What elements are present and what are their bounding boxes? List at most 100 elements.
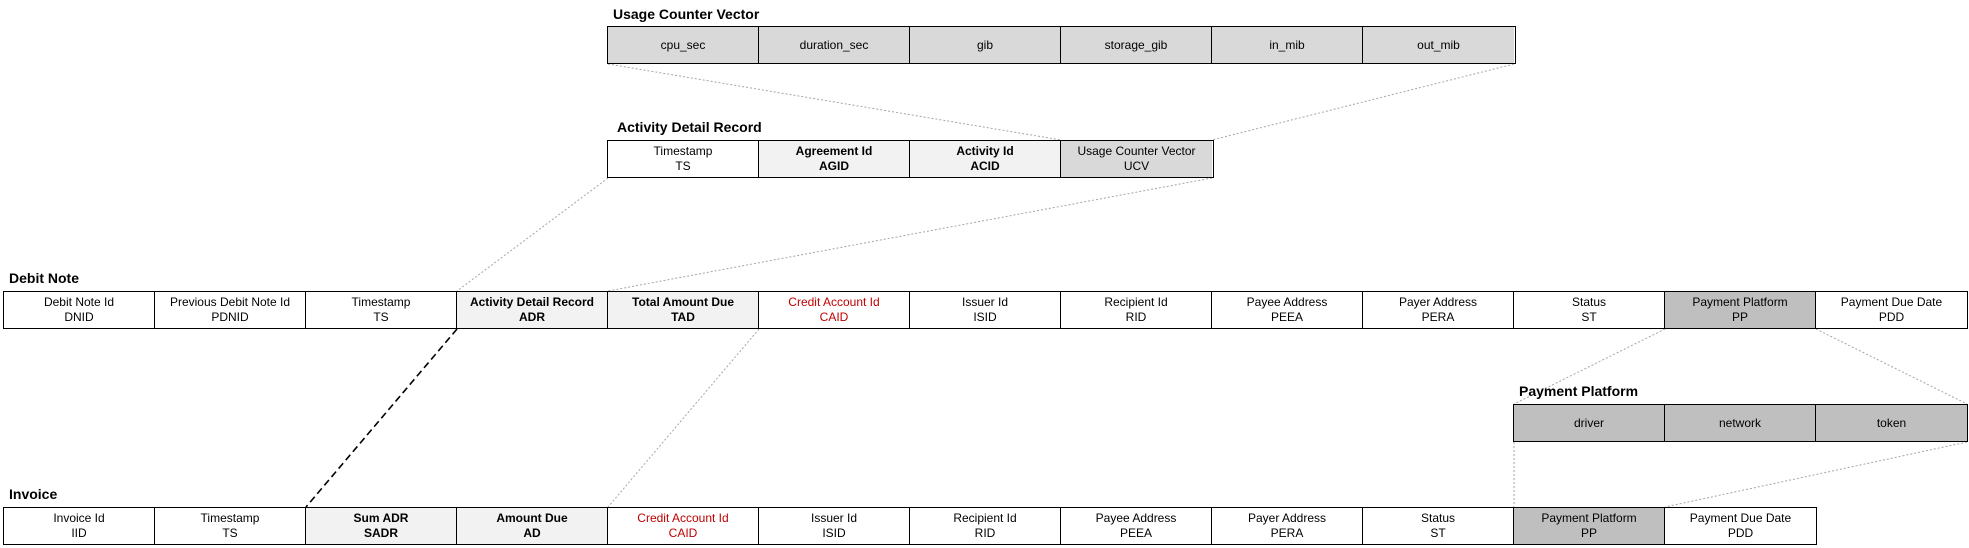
field-name: Debit Note Id (43, 295, 115, 309)
field-abbr: CAID (819, 310, 849, 324)
connector-adr-left (456, 177, 609, 292)
field-name: Agreement Id (795, 144, 873, 158)
field-name: Recipient Id (1104, 295, 1168, 309)
connector-adr-right (607, 177, 1213, 292)
field-abbr: TS (373, 310, 389, 324)
field-issuer-id: Issuer Id ISID (910, 292, 1061, 328)
field-timestamp: Timestamp TS (155, 508, 306, 544)
connector-tad-ad (607, 328, 760, 508)
field-abbr: TS (675, 159, 691, 173)
invoice-record: Invoice Id IID Timestamp TS Sum ADR SADR… (3, 507, 1817, 545)
activity-detail-record: Timestamp TS Agreement Id AGID Activity … (607, 140, 1214, 178)
payment-platform-record: driver network token (1513, 404, 1968, 442)
field-abbr: ACID (970, 159, 1000, 173)
field-abbr: PERA (1270, 526, 1304, 540)
field-name: Usage Counter Vector (1077, 144, 1196, 158)
field-abbr: UCV (1123, 159, 1150, 173)
field-name: duration_sec (799, 37, 869, 52)
field-abbr: ISID (822, 526, 846, 540)
field-name: out_mib (1417, 37, 1460, 52)
field-abbr: TS (222, 526, 238, 540)
field-name: Timestamp (653, 144, 713, 158)
field-usage-counter-vector: Usage Counter Vector UCV (1061, 141, 1212, 177)
field-amount-due: Amount Due AD (457, 508, 608, 544)
field-network: network (1665, 405, 1816, 441)
field-abbr: TAD (671, 310, 695, 324)
field-abbr: DNID (64, 310, 94, 324)
field-payment-platform: Payment Platform PP (1665, 292, 1816, 328)
field-credit-account-id: Credit Account Id CAID (608, 508, 759, 544)
field-name: in_mib (1269, 37, 1305, 52)
field-activity-id: Activity Id ACID (910, 141, 1061, 177)
field-abbr: RID (974, 526, 996, 540)
field-name: Payer Address (1398, 295, 1478, 309)
field-name: Amount Due (496, 511, 568, 525)
debit-note-record: Debit Note Id DNID Previous Debit Note I… (3, 291, 1968, 329)
field-sum-adr: Sum ADR SADR (306, 508, 457, 544)
field-name: Status (1571, 295, 1607, 309)
connector-dn-pp-right (1815, 328, 1968, 405)
field-abbr: ST (1581, 310, 1597, 324)
field-name: Payment Due Date (1840, 295, 1943, 309)
field-abbr: ISID (973, 310, 997, 324)
field-name: driver (1573, 415, 1604, 430)
field-name: storage_gib (1104, 37, 1168, 52)
field-abbr: PDD (1727, 526, 1754, 540)
field-abbr: PDNID (211, 310, 249, 324)
field-name: cpu_sec (660, 37, 706, 52)
field-name: Credit Account Id (788, 295, 880, 309)
field-abbr: ADR (519, 310, 545, 324)
connector-inv-pp-right (1664, 441, 1968, 508)
field-debit-note-id: Debit Note Id DNID (4, 292, 155, 328)
field-name: Timestamp (351, 295, 411, 309)
field-payer-address: Payer Address PERA (1363, 292, 1514, 328)
field-name: Activity Id (956, 144, 1014, 158)
field-name: Total Amount Due (632, 295, 734, 309)
field-name: Payee Address (1095, 511, 1177, 525)
field-abbr: PERA (1421, 310, 1455, 324)
field-status: Status ST (1514, 292, 1665, 328)
field-abbr: SADR (363, 526, 398, 540)
field-abbr: PDD (1878, 310, 1905, 324)
field-payment-due-date: Payment Due Date PDD (1816, 292, 1967, 328)
debit-note-title: Debit Note (9, 270, 79, 286)
field-in-mib: in_mib (1212, 27, 1363, 63)
activity-detail-record-title: Activity Detail Record (617, 119, 762, 135)
field-gib: gib (910, 27, 1061, 63)
field-abbr: AD (523, 526, 541, 540)
usage-counter-vector-record: cpu_sec duration_sec gib storage_gib in_… (607, 26, 1516, 64)
field-abbr: PP (1731, 310, 1748, 324)
field-name: Status (1420, 511, 1456, 525)
field-cpu-sec: cpu_sec (608, 27, 759, 63)
field-token: token (1816, 405, 1967, 441)
field-payee-address: Payee Address PEEA (1061, 508, 1212, 544)
field-name: Sum ADR (353, 511, 409, 525)
field-recipient-id: Recipient Id RID (1061, 292, 1212, 328)
field-activity-detail-record: Activity Detail Record ADR (457, 292, 608, 328)
field-name: Payment Platform (1541, 511, 1637, 525)
field-name: Issuer Id (810, 511, 858, 525)
field-name: Previous Debit Note Id (169, 295, 291, 309)
payment-platform-title: Payment Platform (1519, 383, 1639, 399)
field-abbr: PP (1580, 526, 1597, 540)
field-driver: driver (1514, 405, 1665, 441)
field-payee-address: Payee Address PEEA (1212, 292, 1363, 328)
field-name: Credit Account Id (637, 511, 729, 525)
field-name: Invoice Id (53, 511, 105, 525)
invoice-title: Invoice (9, 486, 58, 502)
field-abbr: ST (1430, 526, 1446, 540)
field-issuer-id: Issuer Id ISID (759, 508, 910, 544)
field-name: Payment Platform (1692, 295, 1788, 309)
field-name: Payer Address (1247, 511, 1327, 525)
field-abbr: PEEA (1270, 310, 1303, 324)
field-abbr: IID (71, 526, 87, 540)
field-invoice-id: Invoice Id IID (4, 508, 155, 544)
connector-ucv-right (1211, 63, 1515, 141)
field-payment-due-date: Payment Due Date PDD (1665, 508, 1816, 544)
field-out-mib: out_mib (1363, 27, 1514, 63)
field-timestamp: Timestamp TS (306, 292, 457, 328)
field-abbr: RID (1125, 310, 1147, 324)
field-name: network (1718, 415, 1762, 430)
